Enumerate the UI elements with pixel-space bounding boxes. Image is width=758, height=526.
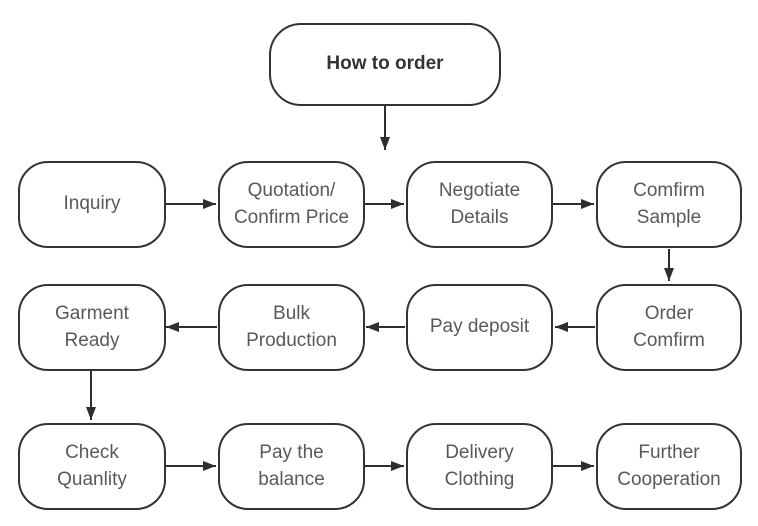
node-bulk-production: Bulk Production [218, 284, 365, 371]
node-negotiate-details: Negotiate Details [406, 161, 553, 248]
node-delivery-clothing: Delivery Clothing [406, 423, 553, 510]
node-garment-ready: Garment Ready [18, 284, 166, 371]
node-order-comfirm: Order Comfirm [596, 284, 742, 371]
node-further-cooperation: Further Cooperation [596, 423, 742, 510]
node-inquiry: Inquiry [18, 161, 166, 248]
node-comfirm-sample: Comfirm Sample [596, 161, 742, 248]
node-pay-the-balance: Pay the balance [218, 423, 365, 510]
node-check-quanlity: Check Quanlity [18, 423, 166, 510]
node-how-to-order: How to order [269, 23, 501, 106]
node-pay-deposit: Pay deposit [406, 284, 553, 371]
node-quotation-confirm-price: Quotation/ Confirm Price [218, 161, 365, 248]
